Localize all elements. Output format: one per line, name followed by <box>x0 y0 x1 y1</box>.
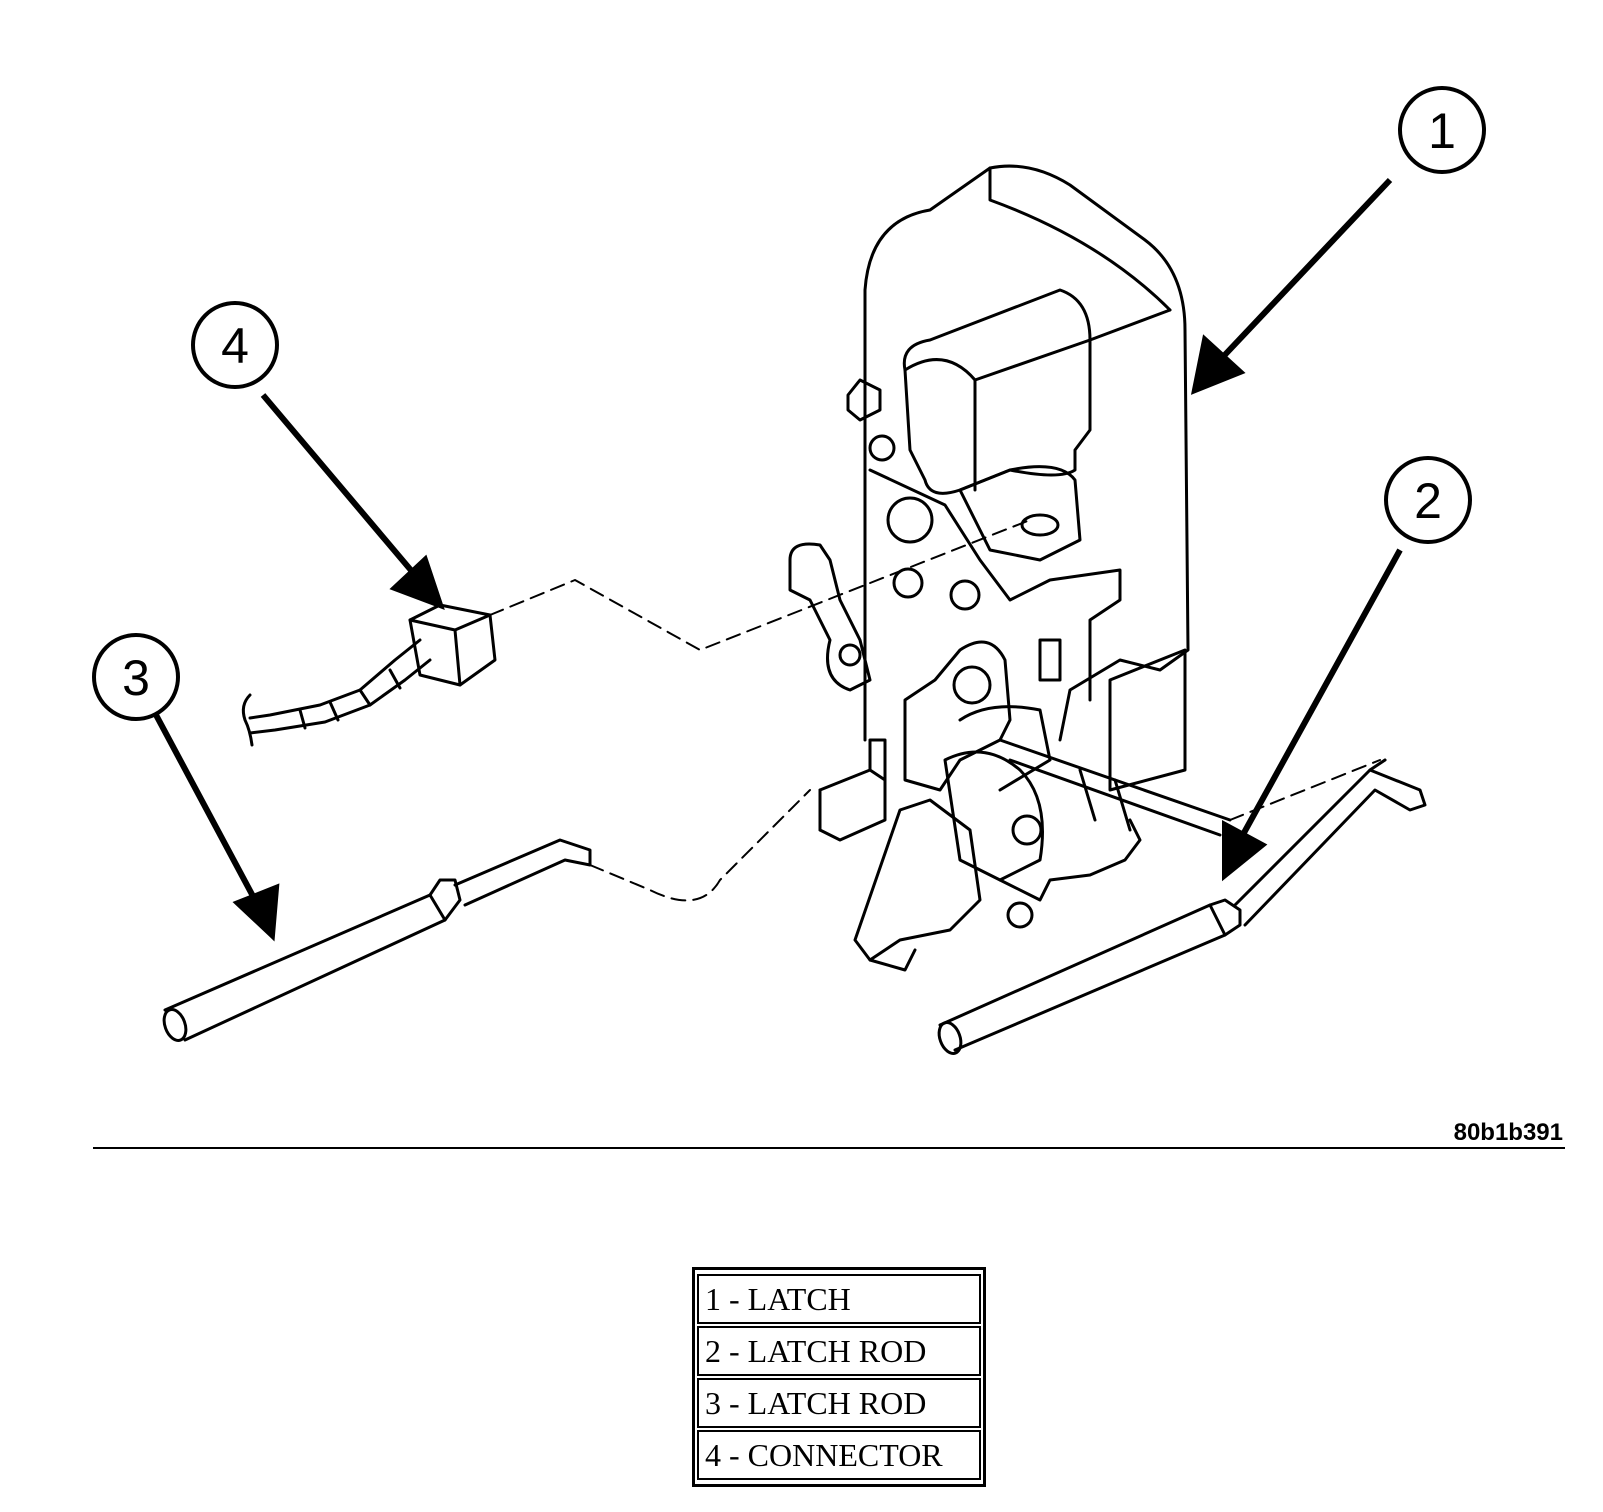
callout-4: 4 <box>191 301 279 389</box>
legend-table: 1 - LATCH 2 - LATCH ROD 3 - LATCH ROD 4 … <box>692 1267 986 1487</box>
callout-2-label: 2 <box>1414 473 1442 529</box>
callout-3: 3 <box>92 633 180 721</box>
callout-1-label: 1 <box>1428 103 1456 159</box>
legend-row-1: 1 - LATCH <box>697 1274 981 1324</box>
figure-id: 80b1b391 <box>1454 1119 1563 1146</box>
legend-row-4: 4 - CONNECTOR <box>697 1430 981 1480</box>
connector <box>241 603 497 747</box>
callout-2: 2 <box>1384 456 1472 544</box>
latch-rod-left <box>162 838 592 1042</box>
legend-row-3: 3 - LATCH ROD <box>697 1378 981 1428</box>
latch-assembly <box>788 164 1232 972</box>
arrows <box>152 177 1403 942</box>
legend-row-2: 2 - LATCH ROD <box>697 1326 981 1376</box>
callouts: 1 2 3 4 <box>92 86 1486 721</box>
callout-1: 1 <box>1398 86 1486 174</box>
latch-rod-right <box>937 758 1427 1055</box>
callout-3-label: 3 <box>122 650 150 706</box>
callout-4-label: 4 <box>221 318 249 374</box>
